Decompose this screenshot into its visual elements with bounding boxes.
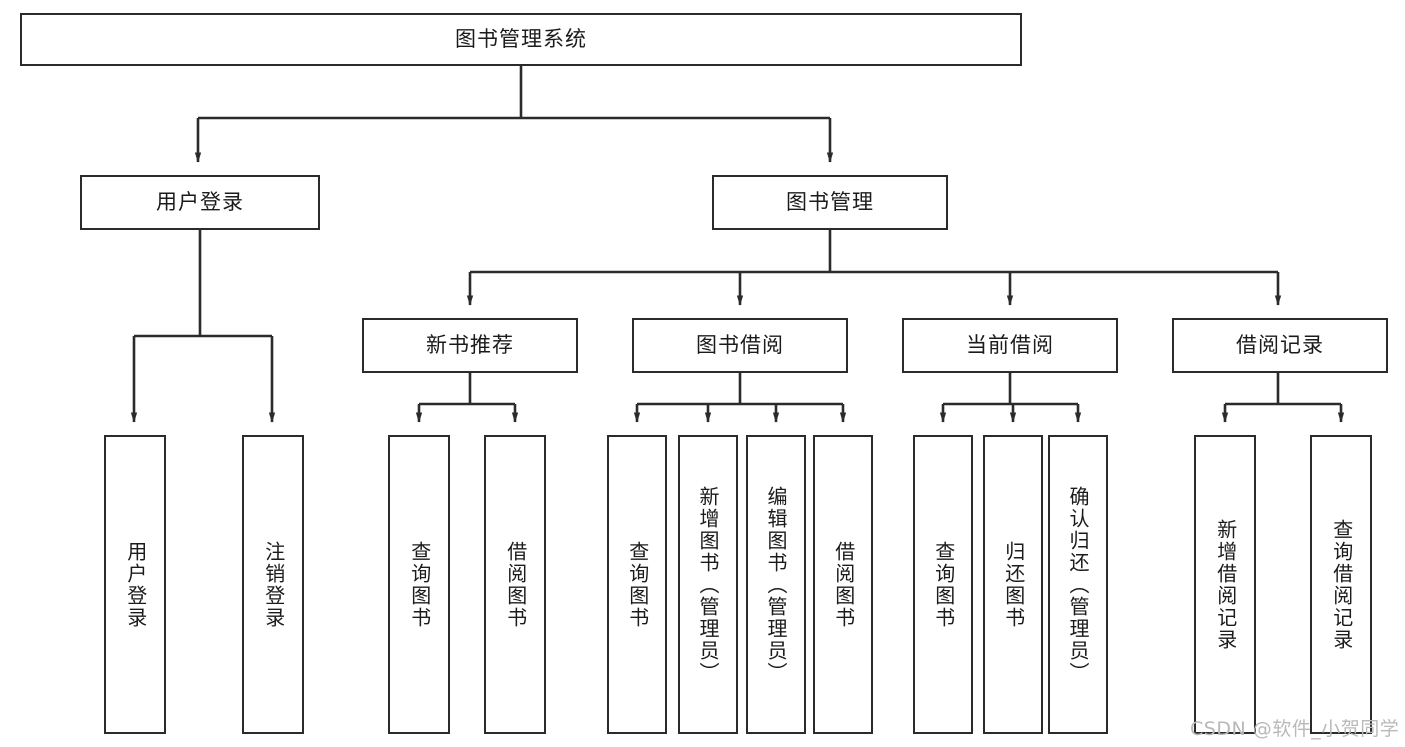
node-new-book-recommend-label: 新书推荐 bbox=[426, 332, 514, 357]
node-root[interactable]: 图书管理系统 bbox=[20, 13, 1022, 66]
node-current-borrow-label: 当前借阅 bbox=[966, 332, 1054, 357]
node-book-manage[interactable]: 图书管理 bbox=[712, 175, 948, 230]
node-leaf-logout[interactable]: 注销登录 bbox=[242, 435, 304, 734]
node-leaf-confirm-return[interactable]: 确认归还（管理员） bbox=[1048, 435, 1108, 734]
node-leaf-add-record[interactable]: 新增借阅记录 bbox=[1194, 435, 1256, 734]
node-leaf-add-record-label: 新增借阅记录 bbox=[1213, 518, 1238, 651]
node-leaf-user-login[interactable]: 用户登录 bbox=[104, 435, 166, 734]
node-leaf-borrow-book-2[interactable]: 借阅图书 bbox=[813, 435, 873, 734]
node-user-login-label: 用户登录 bbox=[156, 189, 244, 214]
node-leaf-query-book-3[interactable]: 查询图书 bbox=[913, 435, 973, 734]
node-borrow-record-label: 借阅记录 bbox=[1236, 332, 1324, 357]
node-leaf-confirm-return-label: 确认归还（管理员） bbox=[1066, 485, 1090, 684]
node-book-borrow[interactable]: 图书借阅 bbox=[632, 318, 848, 373]
node-leaf-query-book-1[interactable]: 查询图书 bbox=[388, 435, 450, 734]
node-leaf-return-book[interactable]: 归还图书 bbox=[983, 435, 1043, 734]
node-leaf-query-book-3-label: 查询图书 bbox=[931, 540, 956, 629]
node-leaf-edit-book-label: 编辑图书（管理员） bbox=[764, 485, 788, 684]
node-leaf-logout-label: 注销登录 bbox=[261, 540, 286, 629]
node-leaf-add-book-label: 新增图书（管理员） bbox=[696, 485, 720, 684]
node-leaf-user-login-label: 用户登录 bbox=[123, 540, 148, 629]
node-leaf-query-book-1-label: 查询图书 bbox=[407, 540, 432, 629]
node-leaf-query-book-2[interactable]: 查询图书 bbox=[607, 435, 667, 734]
node-root-label: 图书管理系统 bbox=[455, 26, 587, 51]
node-leaf-query-record-label: 查询借阅记录 bbox=[1329, 518, 1354, 651]
node-leaf-edit-book[interactable]: 编辑图书（管理员） bbox=[746, 435, 806, 734]
node-new-book-recommend[interactable]: 新书推荐 bbox=[362, 318, 578, 373]
node-current-borrow[interactable]: 当前借阅 bbox=[902, 318, 1118, 373]
node-leaf-query-book-2-label: 查询图书 bbox=[625, 540, 650, 629]
watermark-text: CSDN @软件_小贺同学 bbox=[1190, 718, 1400, 740]
node-leaf-add-book[interactable]: 新增图书（管理员） bbox=[678, 435, 738, 734]
node-leaf-borrow-book-1[interactable]: 借阅图书 bbox=[484, 435, 546, 734]
node-book-borrow-label: 图书借阅 bbox=[696, 332, 784, 357]
node-leaf-query-record[interactable]: 查询借阅记录 bbox=[1310, 435, 1372, 734]
node-user-login[interactable]: 用户登录 bbox=[80, 175, 320, 230]
node-leaf-borrow-book-1-label: 借阅图书 bbox=[503, 540, 528, 629]
node-leaf-return-book-label: 归还图书 bbox=[1001, 540, 1026, 629]
node-book-manage-label: 图书管理 bbox=[786, 189, 874, 214]
node-leaf-borrow-book-2-label: 借阅图书 bbox=[831, 540, 856, 629]
node-borrow-record[interactable]: 借阅记录 bbox=[1172, 318, 1388, 373]
